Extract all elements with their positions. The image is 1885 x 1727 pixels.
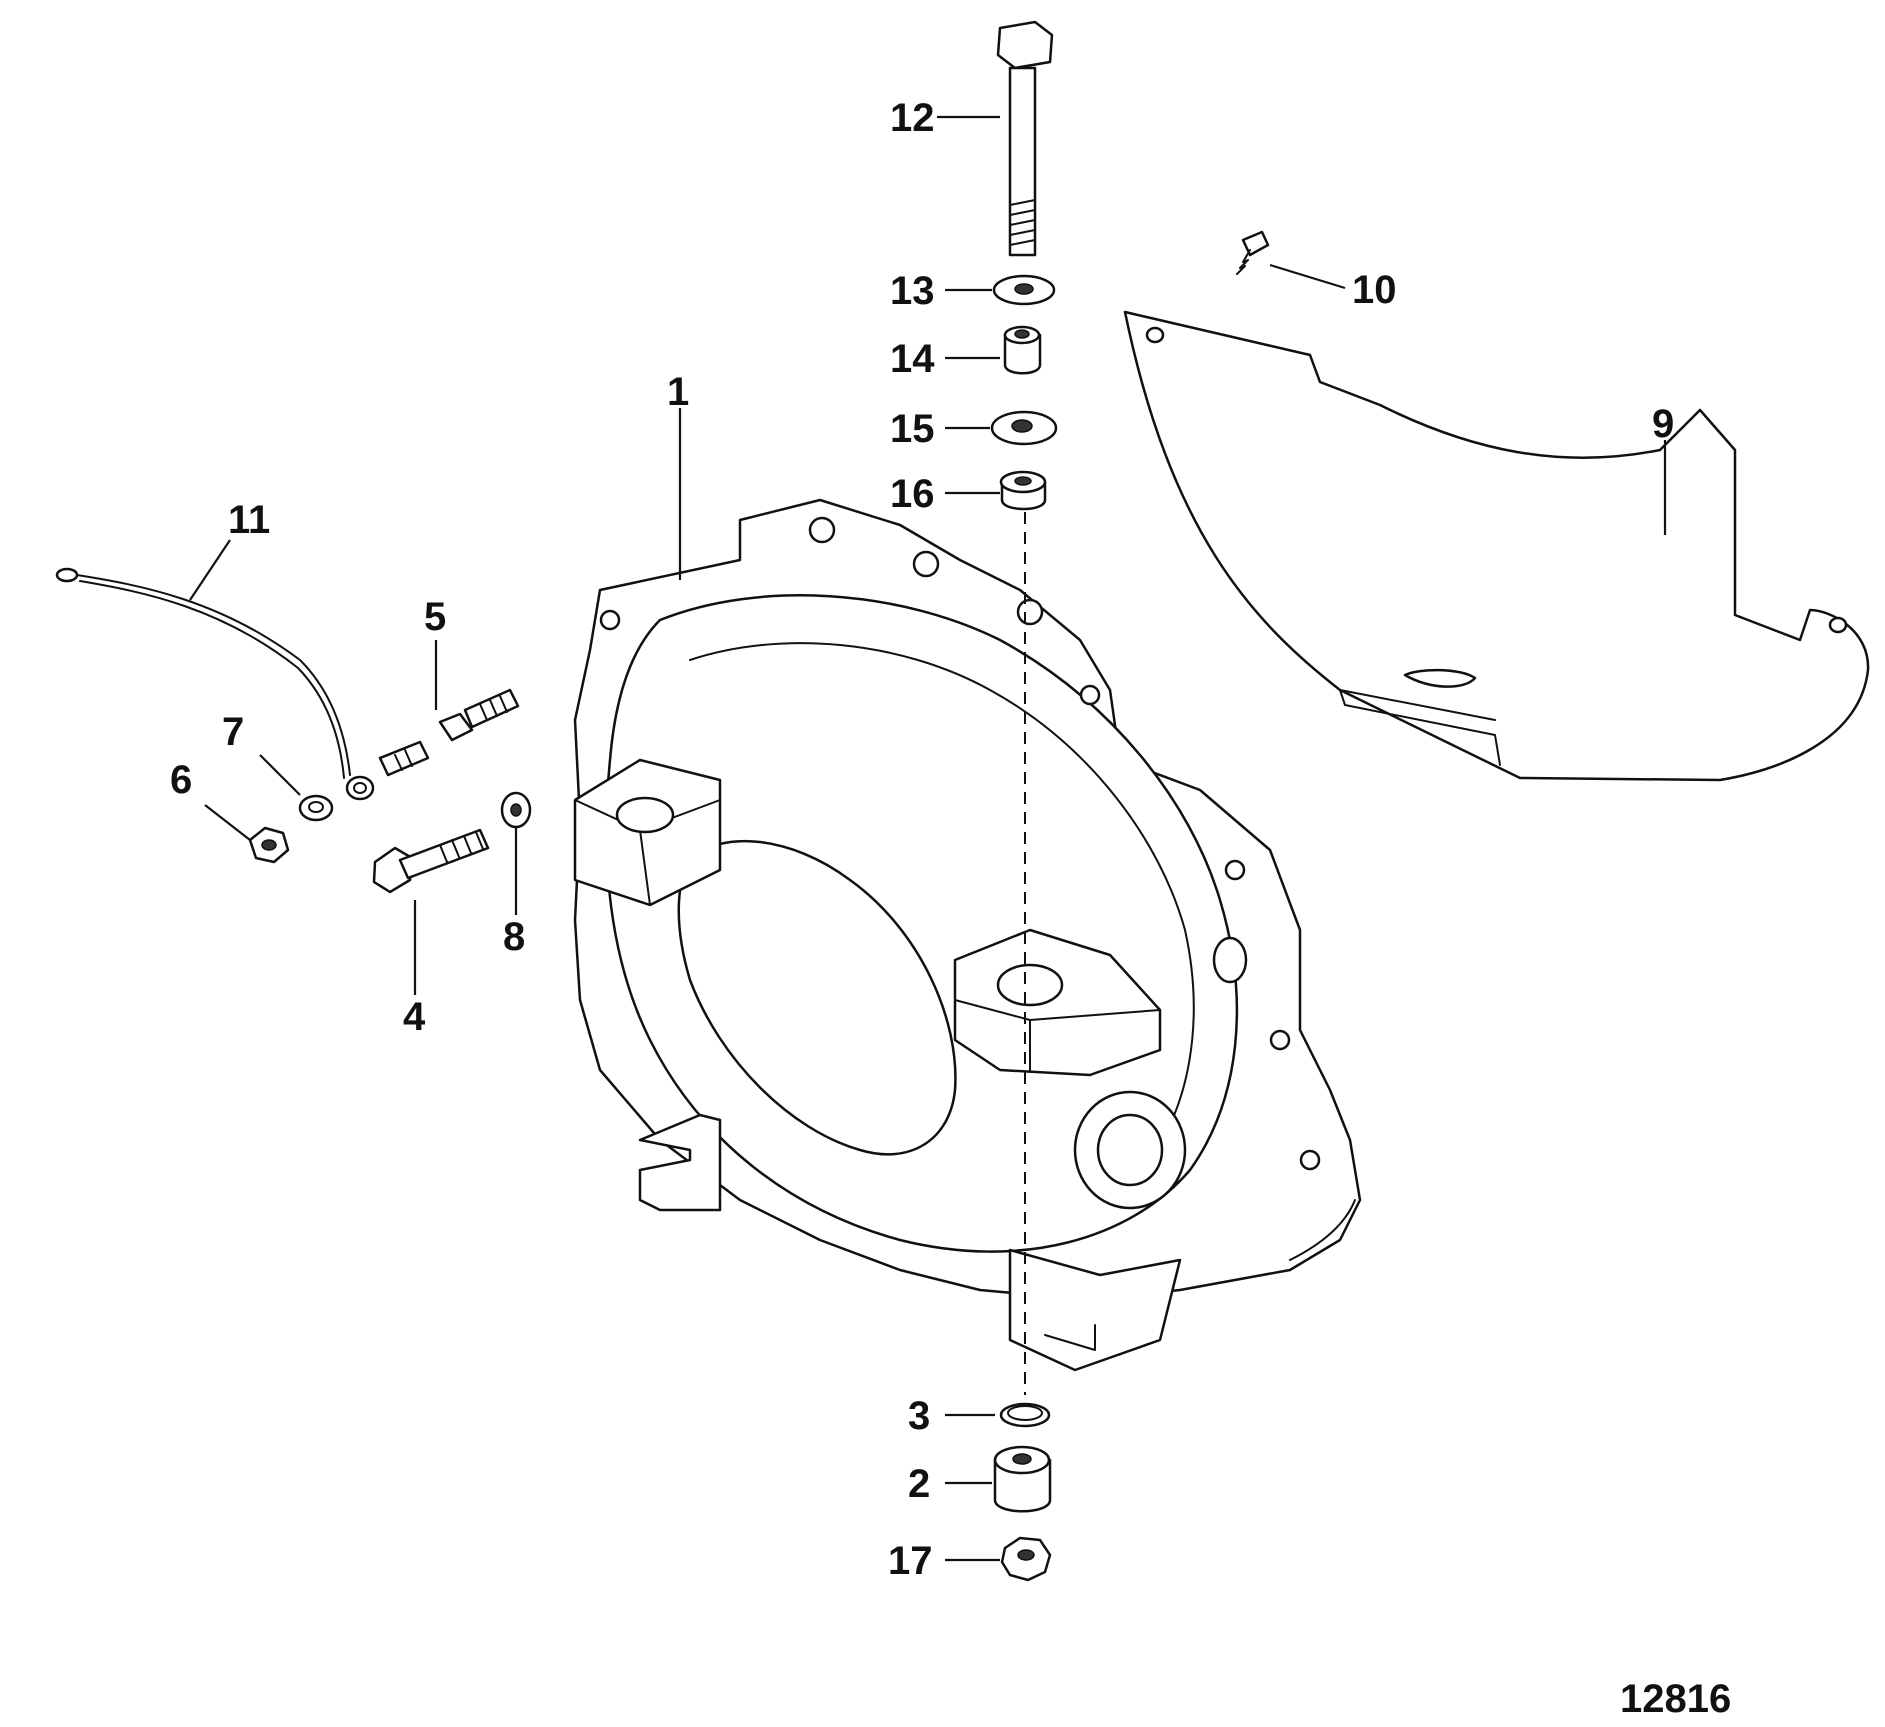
figure-number: 12816	[1620, 1677, 1731, 1721]
callout-7: 7	[222, 710, 244, 754]
spacer-sleeve	[1003, 325, 1042, 375]
lock-washer	[298, 794, 334, 822]
flywheel-cover	[1123, 310, 1870, 782]
housing-bolt	[996, 20, 1054, 257]
callout-4: 4	[403, 995, 426, 1039]
cover-screw	[1236, 230, 1270, 275]
flat-washer	[992, 274, 1056, 306]
hex-bolt	[372, 828, 490, 894]
callout-6: 6	[170, 758, 192, 802]
flywheel-housing	[573, 498, 1362, 1372]
ground-strap	[55, 567, 375, 801]
lock-nut	[1000, 1536, 1052, 1582]
flat-washer-small	[500, 791, 532, 829]
rubber-mount-lower	[993, 1445, 1052, 1513]
callout-15: 15	[890, 407, 935, 451]
callout-13: 13	[890, 269, 935, 313]
callout-3: 3	[908, 1394, 930, 1438]
callout-9: 9	[1652, 402, 1674, 446]
retaining-ring	[999, 1402, 1051, 1428]
callout-16: 16	[890, 472, 935, 516]
callout-11: 11	[228, 498, 270, 542]
callout-14: 14	[890, 337, 935, 381]
leader-lines	[189, 115, 1667, 1562]
callout-1: 1	[667, 370, 689, 414]
cupped-washer	[990, 410, 1058, 446]
callout-5: 5	[424, 595, 446, 639]
hex-nut	[248, 826, 290, 864]
callout-17: 17	[888, 1539, 933, 1583]
callout-2: 2	[908, 1462, 930, 1506]
rubber-mount-upper	[999, 470, 1047, 511]
double-ended-stud	[378, 688, 520, 777]
callout-10: 10	[1352, 268, 1397, 312]
callout-12: 12	[890, 96, 935, 140]
callout-8: 8	[503, 915, 525, 959]
